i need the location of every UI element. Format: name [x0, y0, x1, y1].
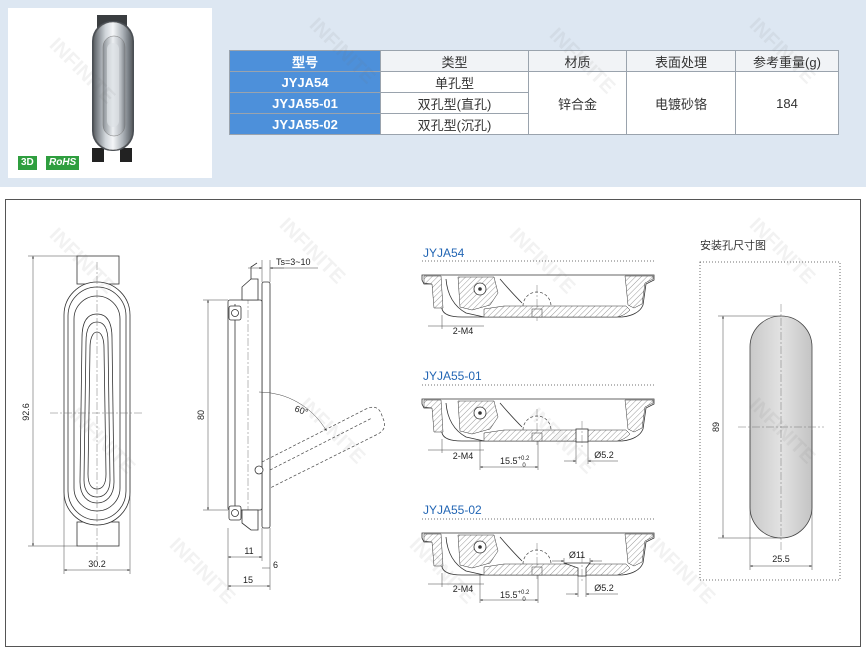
bottom-tab-left [92, 148, 104, 162]
table-header-row: 型号 类型 材质 表面处理 参考重量(g) [229, 50, 839, 72]
mounting-hole-title: 安装孔尺寸图 [700, 238, 766, 252]
side-dim-15: 15 [243, 575, 253, 585]
panel-thickness-label: Ts=3~10 [276, 257, 311, 267]
table-row: JYJA55-02 双孔型(沉孔) [229, 113, 839, 135]
header-finish: 表面处理 [626, 50, 736, 72]
side-top-clip [241, 278, 259, 301]
side-height-dim: 80 [196, 410, 206, 420]
front-bottom-clip [76, 521, 120, 547]
header-type: 类型 [380, 50, 529, 72]
cell-finish: 电镀砂铬 [626, 71, 736, 135]
section-label: JYJA55-02 [423, 503, 482, 517]
cell-type: 双孔型(直孔) [380, 92, 529, 114]
lever-angle-dim: 60° [293, 403, 310, 417]
mounting-width-dim: 25.5 [772, 554, 790, 564]
section-jyja54: JYJA54 2-M4 [421, 246, 655, 336]
table-row: JYJA54 单孔型 锌合金 电镀砂铬 184 [229, 71, 839, 135]
technical-drawing-panel: 92.6 30.2 80 60° [5, 199, 861, 647]
side-body [227, 299, 263, 511]
table-row: JYJA55-01 双孔型(直孔) [229, 92, 839, 114]
lever-open-position [261, 406, 385, 489]
pitch-value: 15.5 [500, 456, 518, 466]
rohs-badge: RoHS [46, 156, 80, 170]
counterbore-dim: Ø11 [569, 550, 585, 560]
side-view: 80 60° Ts=3~10 [196, 257, 385, 590]
cell-material: 锌合金 [528, 71, 627, 135]
cell-type: 双孔型(沉孔) [380, 113, 529, 135]
cell-model[interactable]: JYJA55-01 [229, 92, 381, 114]
front-width-dim: 30.2 [88, 559, 106, 569]
side-flange [261, 281, 271, 529]
spec-table: 型号 类型 材质 表面处理 参考重量(g) JYJA54 单孔型 锌合金 电镀砂… [229, 50, 839, 135]
pitch-tol-lower: 0 [522, 463, 526, 469]
side-dim-6: 6 [273, 560, 278, 570]
header-material: 材质 [528, 50, 627, 72]
pitch-value: 15.5 [500, 590, 518, 600]
section-label: JYJA54 [423, 246, 465, 260]
cell-weight: 184 [735, 71, 839, 135]
side-bottom-clip [241, 509, 259, 531]
side-top-screw [231, 309, 239, 317]
front-top-clip [76, 255, 120, 285]
header-panel: 3D RoHS 型号 类型 材质 表面处理 参考重量(g) JYJA54 单孔型… [0, 0, 866, 187]
cell-model[interactable]: JYJA54 [229, 71, 381, 93]
thread-spec: 2-M4 [453, 326, 474, 336]
bottom-tab-right [120, 148, 132, 162]
product-photo: 3D RoHS [8, 8, 212, 178]
mounting-height-dim: 89 [711, 422, 721, 432]
front-view: 92.6 30.2 [21, 255, 144, 574]
hole-dim: Ø5.2 [594, 450, 614, 460]
pitch-tol-upper: +0.2 [518, 456, 531, 462]
technical-drawing: 92.6 30.2 80 60° [21, 238, 841, 603]
section-label: JYJA55-01 [423, 369, 482, 383]
header-model: 型号 [229, 50, 381, 72]
pivot-icon [254, 465, 264, 475]
3d-badge[interactable]: 3D [18, 156, 37, 170]
side-bottom-screw [231, 509, 239, 517]
handle-photo-image [92, 15, 134, 162]
pitch-tol-lower: 0 [522, 597, 526, 603]
paddle-highlight [107, 43, 119, 127]
header-weight: 参考重量(g) [735, 50, 839, 72]
front-height-dim: 92.6 [21, 403, 31, 421]
hole-dim: Ø5.2 [594, 583, 614, 593]
cell-type: 单孔型 [380, 71, 529, 93]
cell-model[interactable]: JYJA55-02 [229, 113, 381, 135]
side-dim-11: 11 [244, 546, 253, 556]
pitch-tol-upper: +0.2 [518, 590, 531, 596]
thread-spec: 2-M4 [453, 451, 474, 461]
mounting-hole-view: 安装孔尺寸图 89 25.5 [699, 238, 841, 581]
thread-spec: 2-M4 [453, 584, 474, 594]
